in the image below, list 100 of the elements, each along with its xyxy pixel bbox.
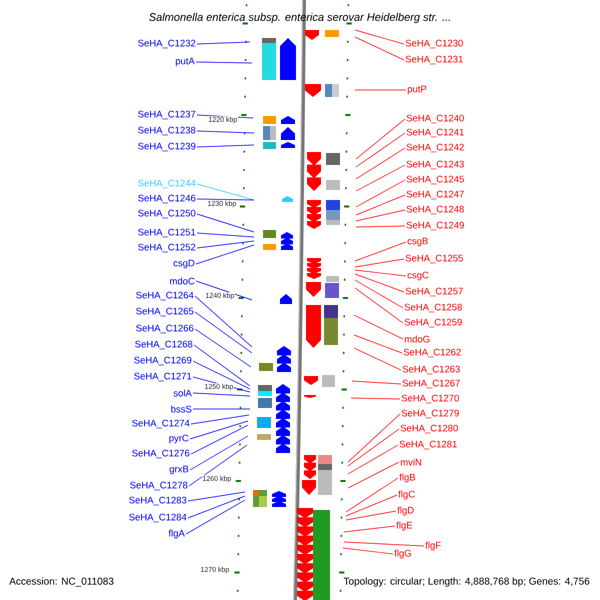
gene-label: mdoG [404,336,430,342]
leader-line [196,130,254,134]
gene-label: flgA [168,530,185,538]
gene-label: SeHA_C1252 [138,244,196,252]
gene-label: SeHA_C1280 [400,424,458,434]
gene-label: SeHA_C1259 [404,318,462,328]
gene-label: SeHA_C1245 [406,176,464,184]
leader-line [348,462,400,488]
gene-label: SeHA_C1241 [406,128,464,138]
leader-line [354,258,404,268]
leader-line [188,492,246,502]
gene-label: flgG [394,550,411,558]
leader-line [194,296,252,348]
leader-line [342,548,394,554]
gene-label: pyrC [169,434,188,444]
leader-line [348,444,398,474]
gene-label: SeHA_C1278 [130,482,188,490]
leader-line [196,240,254,248]
gene-label: SeHA_C1262 [404,348,461,358]
gene-label: SeHA_C1257 [406,288,463,296]
gene-label: SeHA_C1271 [134,372,192,382]
gene-label: putA [176,58,195,66]
leader-line [354,314,404,340]
gene-label: SeHA_C1268 [135,340,192,350]
leader-line [356,164,406,192]
leader-line [350,398,400,400]
leader-line [186,500,246,534]
leader-line [196,232,254,238]
leader-line [354,270,406,276]
gene-label: SeHA_C1266 [136,324,194,334]
gene-label: SeHA_C1284 [129,514,186,522]
gene-label: csgD [174,260,194,268]
genome-info-text: Topology: circular; Length: 4,888,768 bp; Genes: 4,756 [342,576,591,588]
leader-line [356,148,406,180]
gene-label: SeHA_C1255 [406,254,463,264]
leader-line [190,414,250,424]
title: Salmonella enterica subsp. enterica serovar Heidelberg str. ... [149,12,450,24]
leader-line [188,444,248,486]
gene-label: SeHA_C1264 [136,292,194,300]
gene-label: SeHA_C1279 [402,410,459,418]
leader-line [348,428,400,466]
gene-label: csgB [408,238,428,246]
leader-line [356,132,406,168]
gene-label: solA [174,390,192,396]
leader-line [190,424,248,454]
gene-label: SeHA_C1246 [138,194,196,204]
gene-label: SeHA_C1269 [134,356,192,366]
accession-text: Accession: NC_011083 [9,577,114,587]
gene-label: mdoC [170,278,194,284]
gene-label: flgB [399,474,416,482]
leader-line [356,180,406,208]
leader-line [356,194,406,216]
leader-line [352,380,402,384]
gene-label: bssS [171,406,192,412]
leader-line [354,348,402,370]
leader-line [354,280,404,308]
leader-line [196,198,254,200]
leader-line [346,478,398,512]
gene-label: flgE [396,522,412,530]
leader-line [192,360,250,390]
gene-label: SeHA_C1232 [138,40,196,48]
leader-line [354,242,406,262]
gene-label: SeHA_C1239 [138,142,196,152]
gene-label: SeHA_C1238 [138,126,196,136]
leader-line [194,312,252,354]
gene-label: SeHA_C1265 [136,308,194,316]
gene-label: SeHA_C1274 [132,420,190,428]
gene-label: SeHA_C1249 [406,222,464,230]
leader-line [190,420,248,440]
leader-line [196,42,250,44]
gene-label: grxB [170,466,188,474]
leader-line [354,274,404,292]
leader-line [190,436,248,470]
leader-line [196,62,252,64]
gene-label: csgC [408,272,428,280]
gene-label: SeHA_C1244 [138,180,196,188]
leader-line [346,510,396,520]
leader-line [188,496,246,518]
gene-label: SeHA_C1248 [406,206,464,214]
leader-line [196,144,254,148]
leader-line [356,118,406,160]
gene-label: SeHA_C1230 [406,40,463,48]
leader-line [192,392,250,396]
gene-label: SeHA_C1270 [402,394,459,404]
leader-line [356,210,406,222]
leader-line [354,30,404,44]
leader-line [192,408,250,410]
gene-label: putP [408,86,426,94]
leader-line [194,344,250,386]
gene-label: SeHA_C1247 [406,190,464,200]
gene-label: mviN [400,458,422,466]
leader-line [196,214,254,232]
leader-line [344,526,396,532]
leader-line [348,414,400,462]
gene-label: SeHA_C1267 [402,380,460,388]
gene-label: SeHA_C1276 [132,450,190,458]
gene-label: flgD [397,506,414,516]
gene-label: flgC [398,490,415,500]
gene-label: SeHA_C1242 [406,144,464,152]
leader-line [196,184,254,200]
